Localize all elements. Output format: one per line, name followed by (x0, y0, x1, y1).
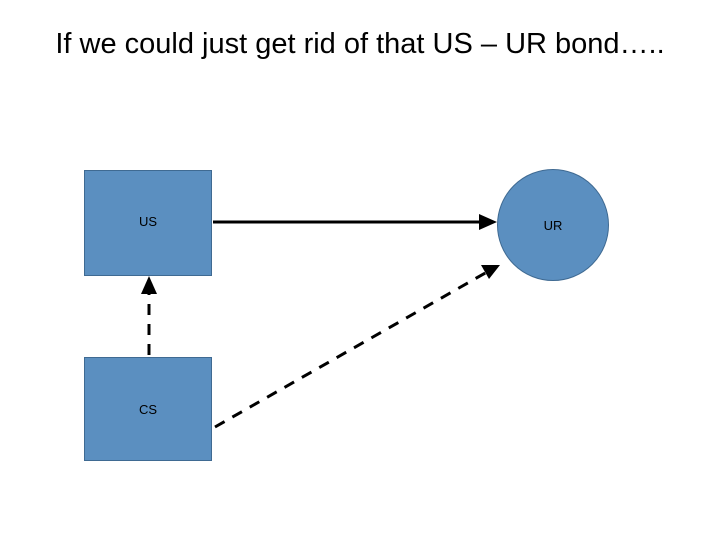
node-us[interactable]: US (84, 170, 212, 276)
node-ur-label: UR (543, 218, 563, 233)
node-ur[interactable]: UR (497, 169, 609, 281)
node-cs-label: CS (138, 402, 158, 417)
connector-cs-to-ur (214, 265, 500, 429)
node-cs[interactable]: CS (84, 357, 212, 461)
connector-cs-to-us (141, 276, 157, 355)
page-title: If we could just get rid of that US – UR… (55, 28, 665, 60)
node-us-label: US (138, 214, 158, 229)
connector-us-to-ur (213, 214, 497, 230)
